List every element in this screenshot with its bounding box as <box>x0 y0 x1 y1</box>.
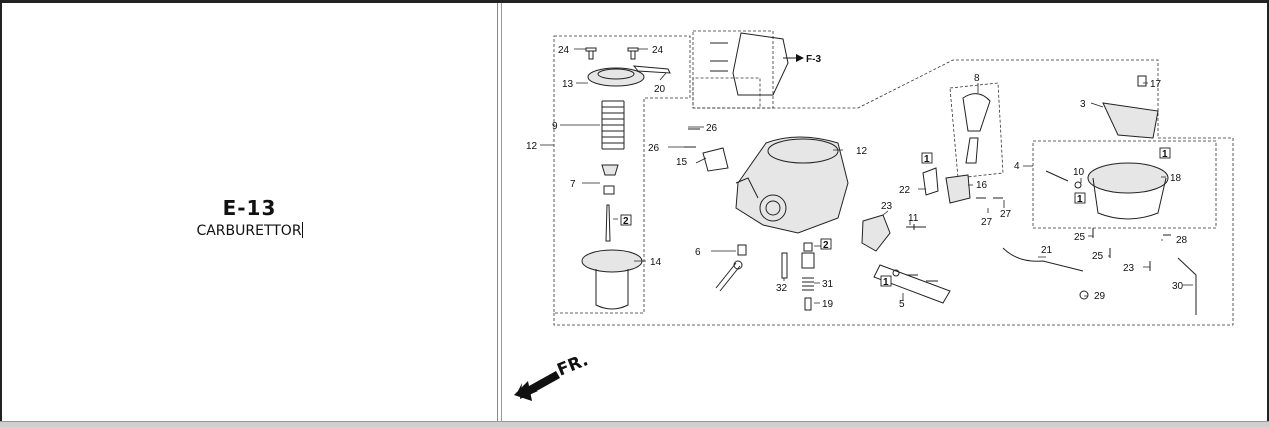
label-4: 4 <box>1014 161 1020 172</box>
auto-choke-8-icon <box>949 82 1004 179</box>
label-14: 14 <box>650 257 662 268</box>
lever-15-icon <box>702 147 729 172</box>
label-27a: 27 <box>981 217 993 228</box>
reference-label: F-3 <box>806 54 821 65</box>
label-23a: 23 <box>881 201 893 212</box>
label-26a: 26 <box>706 123 718 134</box>
box-1d <box>1074 192 1086 204</box>
bracket-20-icon <box>632 65 671 74</box>
screw-11-icon <box>906 224 926 230</box>
label-25a: 25 <box>1074 232 1086 243</box>
label-2a: 2 <box>623 216 629 227</box>
label-3: 3 <box>1080 99 1086 110</box>
label-9: 9 <box>552 121 558 132</box>
label-23b: 23 <box>1123 263 1135 274</box>
box-2b <box>820 238 832 250</box>
chamber-bracket-icon <box>710 32 804 96</box>
needle-retainer-7-icon <box>601 164 619 195</box>
label-7: 7 <box>570 179 576 190</box>
label-2b: 2 <box>823 240 829 251</box>
pilot-screw-6-icon <box>715 244 747 292</box>
label-25b: 25 <box>1092 251 1104 262</box>
label-8: 8 <box>974 73 980 84</box>
label-6: 6 <box>695 247 701 258</box>
label-26b: 26 <box>648 143 660 154</box>
carburettor-body-icon <box>735 136 849 234</box>
diaphragm-14-icon <box>581 249 643 310</box>
section-name-text: CARBURETTOR <box>196 223 302 239</box>
screw-26-icon <box>684 128 700 148</box>
exploded-parts-diagram: 24 24 13 20 9 12 7 2 14 26 26 15 12 6 2 … <box>514 30 1234 401</box>
page-footer-bar <box>0 421 1269 427</box>
float-chamber-18-icon <box>1045 162 1169 220</box>
float-chamber-outline <box>1032 140 1217 229</box>
hose-30-icon <box>1177 257 1197 315</box>
diagram-cell: 24 24 13 20 9 12 7 2 14 26 26 15 12 6 2 … <box>498 3 1266 422</box>
screw-24-icon <box>585 47 639 60</box>
section-code: E-13 <box>222 196 277 220</box>
cell-divider <box>501 3 502 422</box>
tube-21-icon <box>1002 247 1084 272</box>
lever-22-icon <box>922 167 939 196</box>
bolt-17-icon <box>1137 75 1147 87</box>
label-1b: 1 <box>924 154 930 165</box>
idle-screw-kit-icon <box>873 264 951 304</box>
front-direction-arrow-icon <box>514 371 560 401</box>
label-28: 28 <box>1176 235 1188 246</box>
main-outline <box>553 59 1234 326</box>
label-20: 20 <box>654 84 666 95</box>
box-1a <box>880 275 892 287</box>
label-24a: 24 <box>558 45 570 56</box>
box-2a <box>620 214 632 226</box>
label-1d: 1 <box>1077 194 1083 205</box>
label-16: 16 <box>976 180 988 191</box>
section-name: CARBURETTOR <box>2 222 497 239</box>
label-13: 13 <box>562 79 574 90</box>
label-30: 30 <box>1172 281 1184 292</box>
section-title-cell: E-13 CARBURETTOR <box>2 3 498 422</box>
valve-16-icon <box>945 174 971 204</box>
label-32: 32 <box>776 283 788 294</box>
label-29: 29 <box>1094 291 1106 302</box>
label-22: 22 <box>899 185 911 196</box>
label-15: 15 <box>676 157 688 168</box>
front-direction-label: FR. <box>554 350 591 380</box>
jet-needle-icon <box>605 204 611 242</box>
label-21: 21 <box>1041 245 1053 256</box>
label-18: 18 <box>1170 173 1182 184</box>
label-31: 31 <box>822 279 834 290</box>
label-27b: 27 <box>1000 209 1012 220</box>
bracket-3-icon <box>1102 102 1159 139</box>
label-11: 11 <box>908 213 919 224</box>
spring-9-icon <box>601 100 625 150</box>
label-5: 5 <box>899 299 905 310</box>
label-19: 19 <box>822 299 834 310</box>
text-caret <box>301 222 303 238</box>
box-1c <box>1159 147 1171 159</box>
label-10: 10 <box>1073 167 1085 178</box>
throttle-lever-23-icon <box>861 214 891 252</box>
assembly-outline <box>553 35 691 314</box>
box-1b <box>921 152 933 164</box>
main-jet-icon <box>781 242 815 311</box>
label-12a: 12 <box>526 141 538 152</box>
label-12b: 12 <box>856 146 868 157</box>
top-cover-13-icon <box>587 67 645 87</box>
leader-lines <box>540 48 1193 304</box>
label-17: 17 <box>1150 79 1162 90</box>
clamp-29-icon <box>1079 290 1089 300</box>
f3-bracket-outline <box>692 30 774 109</box>
label-24b: 24 <box>652 45 664 56</box>
label-1a: 1 <box>883 277 889 288</box>
label-1c: 1 <box>1162 149 1168 160</box>
